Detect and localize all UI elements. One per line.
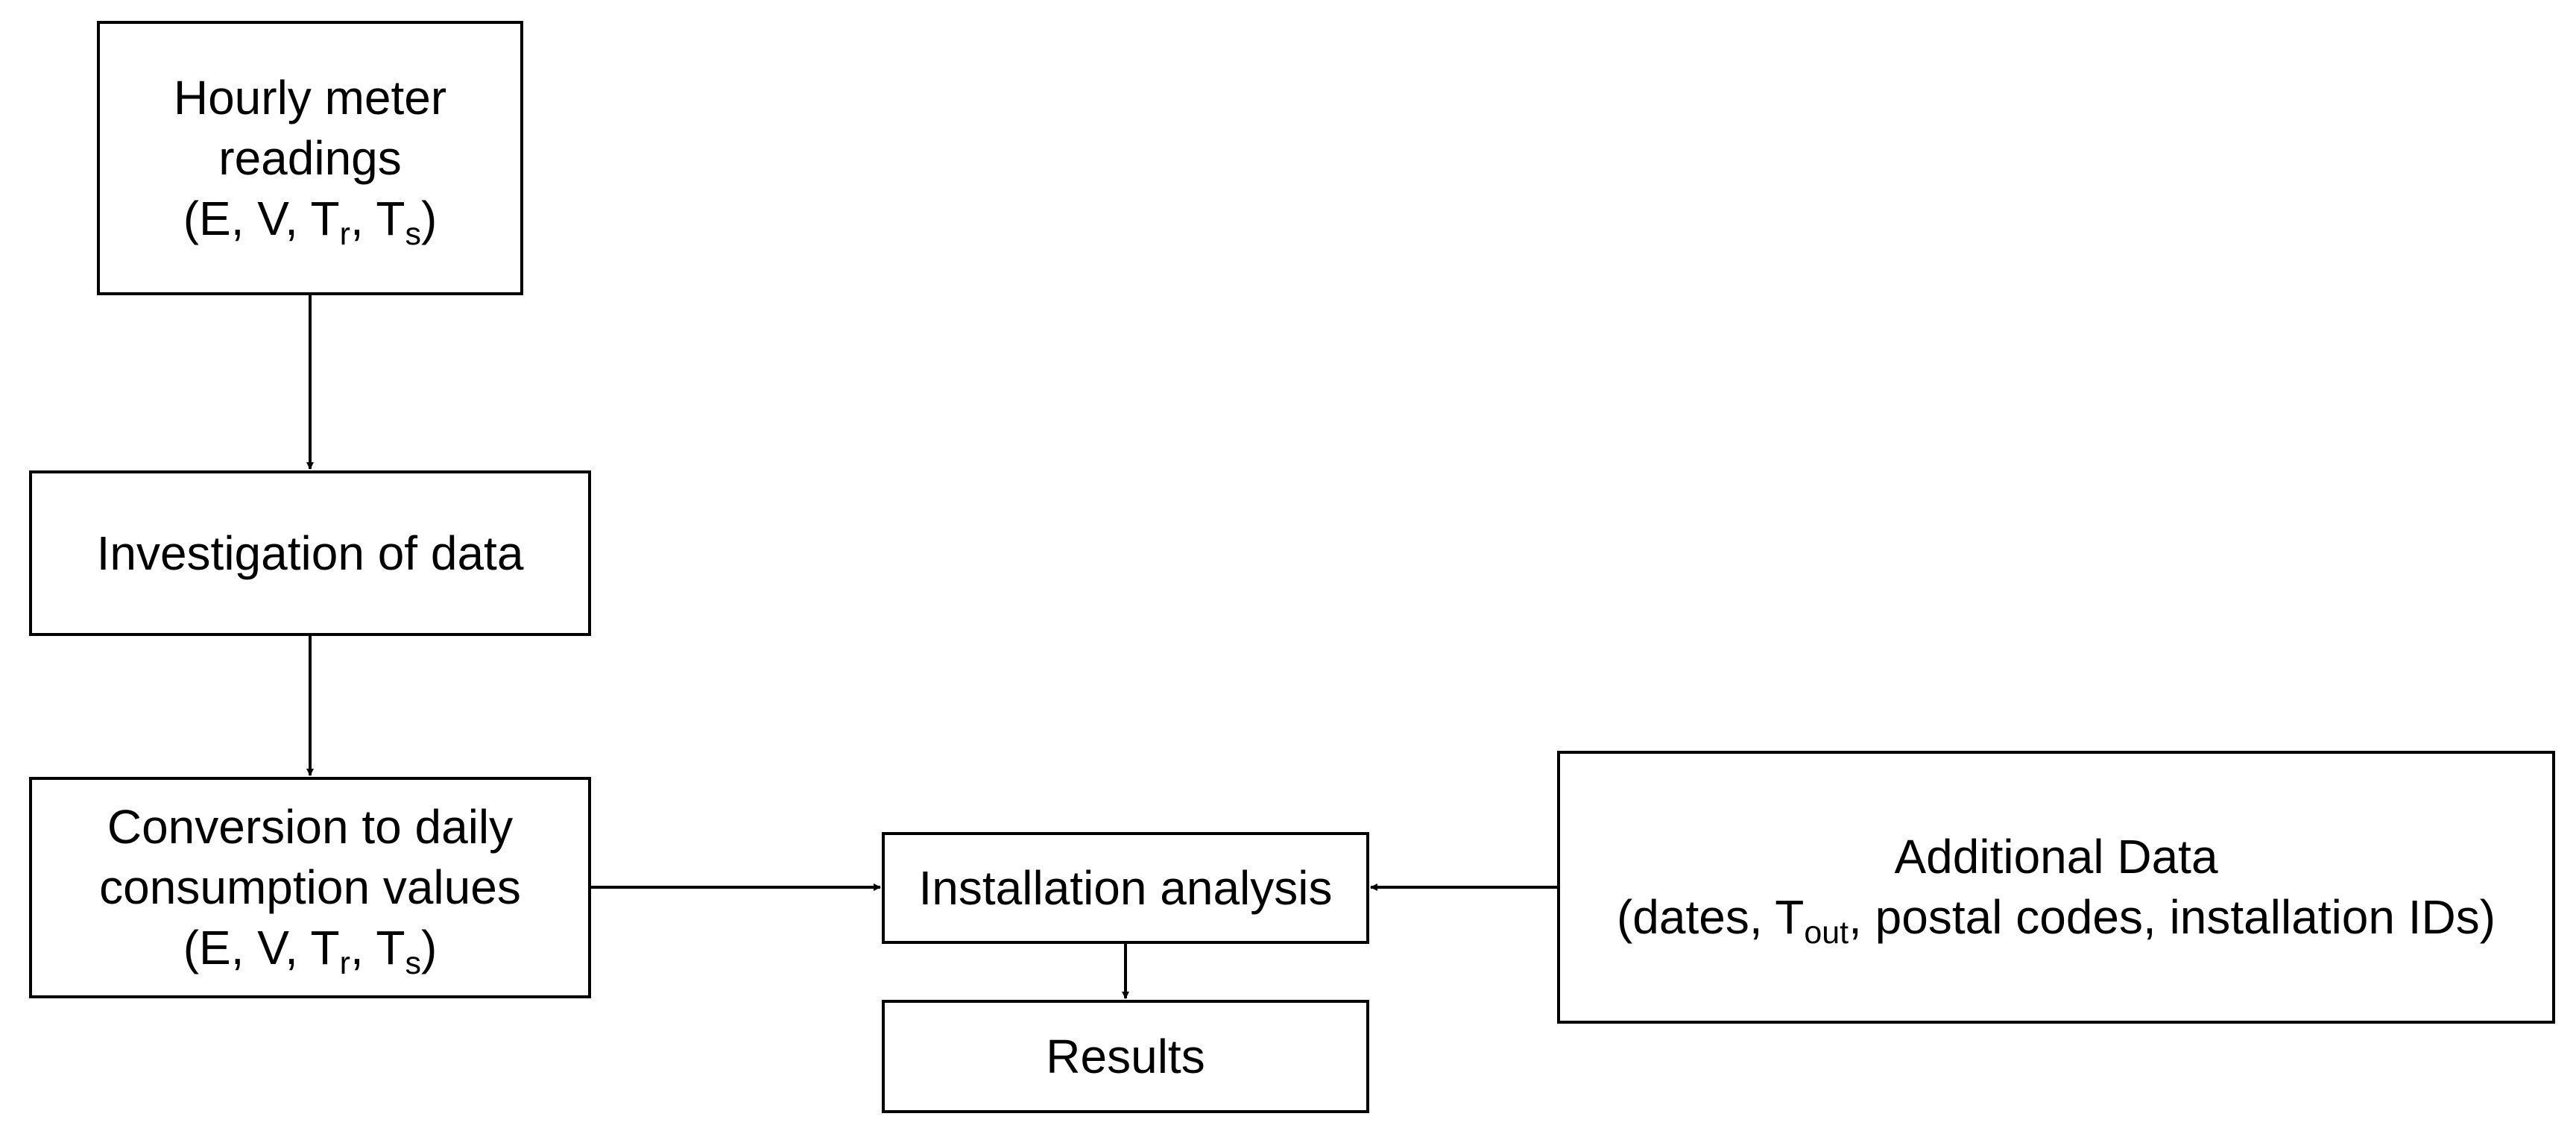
conversion-title-line1: Conversion to daily bbox=[107, 800, 514, 854]
hourly-sub-s: s bbox=[405, 215, 421, 252]
conversion-variables: (E, V, Tr, Ts) bbox=[183, 918, 438, 981]
additional-sub-out: out bbox=[1804, 915, 1849, 951]
additional-details-rest: , postal codes, installation IDs) bbox=[1849, 890, 2496, 944]
conversion-vars-close: ) bbox=[420, 921, 438, 974]
installation-analysis-label: Installation analysis bbox=[918, 860, 1333, 915]
hourly-vars-close: ) bbox=[420, 191, 438, 245]
investigation-label: Investigation of data bbox=[96, 526, 524, 580]
results-box: Results bbox=[882, 1000, 1369, 1113]
conversion-box: Conversion to daily consumption values (… bbox=[29, 777, 591, 998]
hourly-vars-open: (E, V, T bbox=[183, 191, 340, 245]
conversion-sub-s: s bbox=[405, 945, 421, 981]
conversion-vars-mid: , T bbox=[350, 921, 405, 974]
results-label: Results bbox=[1046, 1029, 1205, 1083]
hourly-meter-readings-box: Hourly meter readings (E, V, Tr, Ts) bbox=[97, 21, 523, 295]
conversion-vars-open: (E, V, T bbox=[183, 921, 340, 974]
installation-analysis-box: Installation analysis bbox=[882, 832, 1369, 944]
hourly-vars-mid: , T bbox=[350, 191, 405, 245]
conversion-sub-r: r bbox=[339, 945, 350, 981]
additional-data-details: (dates, Tout, postal codes, installation… bbox=[1616, 887, 2496, 951]
hourly-title-line1: Hourly meter bbox=[173, 70, 447, 125]
hourly-sub-r: r bbox=[339, 215, 350, 252]
hourly-variables: (E, V, Tr, Ts) bbox=[183, 189, 438, 252]
additional-data-title: Additional Data bbox=[1894, 830, 2218, 884]
conversion-title-line2: consumption values bbox=[99, 860, 521, 914]
additional-details-open: (dates, T bbox=[1616, 890, 1805, 944]
investigation-box: Investigation of data bbox=[29, 470, 591, 636]
additional-data-box: Additional Data (dates, Tout, postal cod… bbox=[1557, 751, 2555, 1024]
hourly-title-line2: readings bbox=[218, 130, 402, 185]
